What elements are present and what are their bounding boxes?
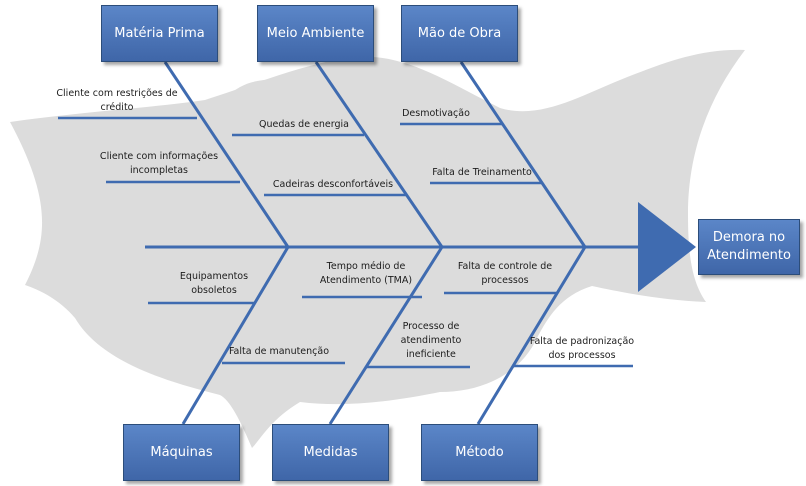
cause-cadeiras: Cadeiras desconfortáveis xyxy=(273,178,393,192)
cause-controle-line-1: Falta de controle de xyxy=(457,261,553,272)
fish-fin-shape xyxy=(228,79,284,100)
category-mao-de-obra: Mão de Obra xyxy=(401,5,518,62)
rib-mao-de-obra xyxy=(459,61,587,248)
category-metodo-label: Método xyxy=(455,444,504,460)
cause-padronizacao: Falta de padronização dos processos xyxy=(530,335,634,363)
rib-meio-ambiente xyxy=(314,61,444,248)
cause-tma-line-1: Tempo médio de xyxy=(326,261,406,272)
cause-tma: Tempo médio de Atendimento (TMA) xyxy=(320,260,412,288)
rib-metodo xyxy=(476,246,587,425)
cause-desmotivacao: Desmotivação xyxy=(402,107,470,121)
category-metodo: Método xyxy=(421,424,538,481)
cause-tma-line-2: Atendimento (TMA) xyxy=(319,274,413,286)
cause-cliente-credito-line-1: Cliente com restrições de xyxy=(56,88,178,99)
category-medidas: Medidas xyxy=(272,424,389,481)
cause-processo-line-3: ineficiente xyxy=(406,348,456,360)
cause-padronizacao-line-2: dos processos xyxy=(548,349,616,361)
cause-falta-manutencao: Falta de manutenção xyxy=(229,345,329,359)
rib-materia-prima xyxy=(163,61,290,248)
spine-arrowhead xyxy=(638,202,696,292)
cause-falta-treinamento-line-1: Falta de Treinamento xyxy=(432,167,532,178)
effect-line-1: Demora no xyxy=(712,230,786,246)
cause-padronizacao-line-1: Falta de padronização xyxy=(529,336,635,347)
cause-cliente-credito: Cliente com restrições de crédito xyxy=(56,87,177,115)
cause-quedas-energia-line-1: Quedas de energia xyxy=(259,119,349,130)
cause-cadeiras-line-1: Cadeiras desconfortáveis xyxy=(272,179,394,190)
category-meio-ambiente-label: Meio Ambiente xyxy=(266,25,365,41)
cause-equipamentos-line-1: Equipamentos xyxy=(179,271,249,282)
effect-line-2: Atendimento xyxy=(707,248,791,263)
cause-falta-manutencao-line-1: Falta de manutenção xyxy=(228,346,330,357)
cause-processo: Processo de atendimento ineficiente xyxy=(401,320,462,361)
cause-falta-treinamento: Falta de Treinamento xyxy=(432,166,532,180)
cause-processo-line-1: Processo de xyxy=(402,321,460,332)
cause-processo-line-2: atendimento xyxy=(400,334,462,346)
rib-medidas xyxy=(328,246,444,425)
category-materia-prima-label: Matéria Prima xyxy=(114,25,205,41)
cause-cliente-info-line-2: incompletas xyxy=(130,164,188,176)
fish-body-shape xyxy=(10,49,745,448)
cause-controle-line-2: processos xyxy=(481,274,529,286)
cause-cliente-info: Cliente com informações incompletas xyxy=(100,150,218,178)
category-mao-de-obra-label: Mão de Obra xyxy=(417,25,502,41)
cause-desmotivacao-line-1: Desmotivação xyxy=(402,108,470,119)
cause-equipamentos: Equipamentos obsoletos xyxy=(180,270,248,298)
cause-cliente-info-line-1: Cliente com informações xyxy=(99,151,219,162)
cause-cliente-credito-line-2: crédito xyxy=(100,101,134,113)
cause-controle: Falta de controle de processos xyxy=(458,260,552,288)
rib-maquinas xyxy=(181,246,290,425)
cause-equipamentos-line-2: obsoletos xyxy=(191,284,237,296)
cause-quedas-energia: Quedas de energia xyxy=(259,118,349,132)
category-maquinas-label: Máquinas xyxy=(150,444,213,460)
effect-box: Demora no Atendimento xyxy=(698,219,800,275)
category-materia-prima: Matéria Prima xyxy=(101,5,218,62)
category-medidas-label: Medidas xyxy=(303,444,358,460)
category-maquinas: Máquinas xyxy=(123,424,240,481)
category-meio-ambiente: Meio Ambiente xyxy=(257,5,374,62)
